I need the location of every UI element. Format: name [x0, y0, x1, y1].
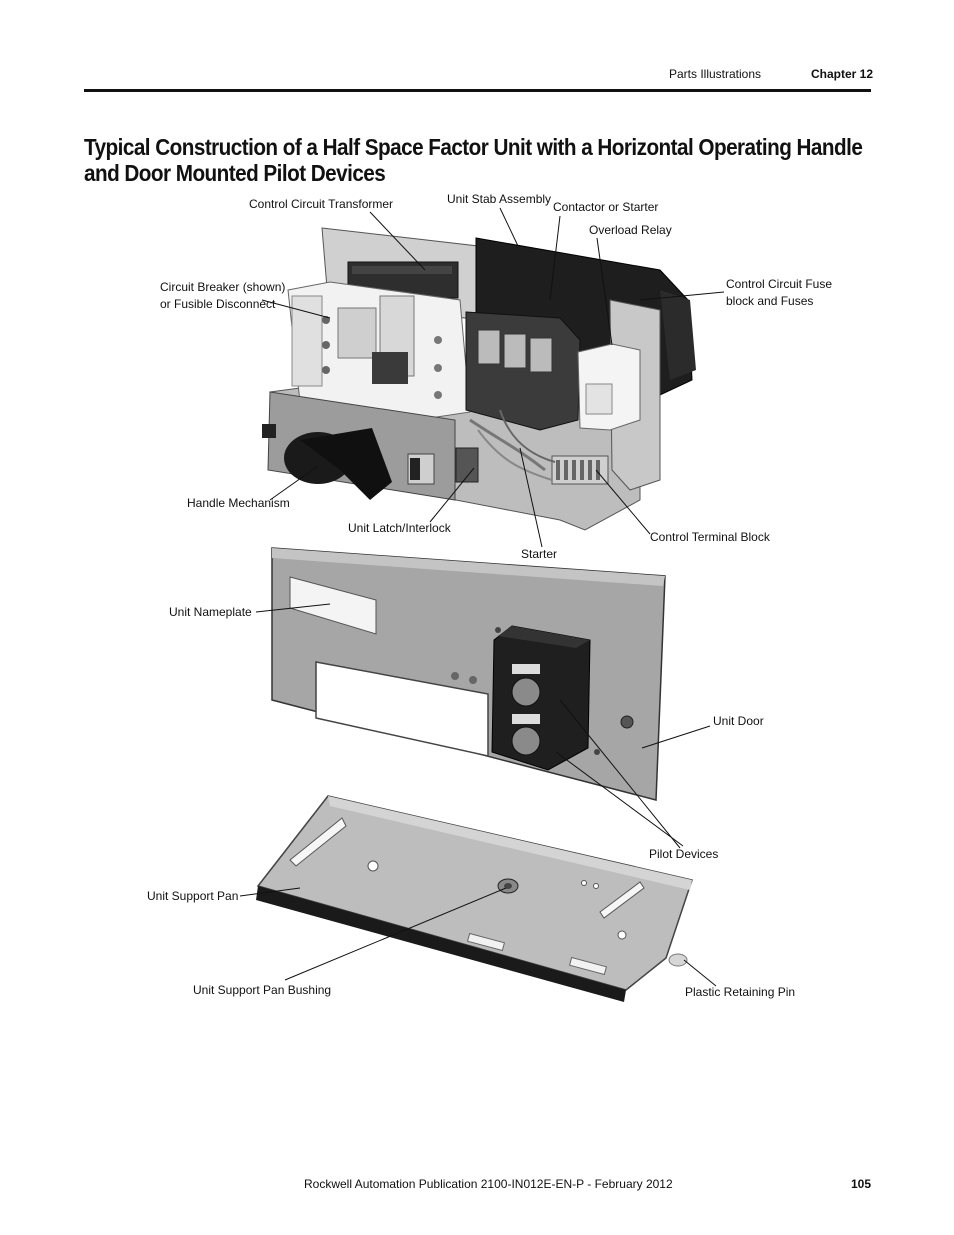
label-pilot-devices: Pilot Devices	[649, 847, 719, 861]
page-title-line-2: and Door Mounted Pilot Devices	[84, 160, 386, 186]
page-title-line-1: Typical Construction of a Half Space Fac…	[84, 134, 863, 160]
label-control-circuit-transformer: Control Circuit Transformer	[249, 197, 394, 211]
header-chapter: Chapter 12	[811, 67, 874, 81]
label-unit-door: Unit Door	[713, 714, 764, 728]
label-unit-support-pan: Unit Support Pan	[147, 889, 239, 903]
label-circuit-breaker-line-2: or Fusible Disconnect	[160, 297, 276, 311]
unit-assembly-photo	[262, 227, 696, 531]
label-unit-stab-assembly: Unit Stab Assembly	[447, 192, 552, 206]
label-handle-mechanism: Handle Mechanism	[187, 496, 290, 510]
unit-door-photo	[271, 547, 666, 801]
footer-page-number: 105	[851, 1177, 872, 1191]
label-plastic-retaining-pin: Plastic Retaining Pin	[685, 985, 796, 999]
label-unit-support-pan-bushing: Unit Support Pan Bushing	[193, 983, 332, 997]
label-circuit-breaker: Circuit Breaker (shown) or Fusible Disco…	[160, 279, 285, 313]
header-rule	[84, 89, 871, 92]
label-control-circuit-fuse-line-1: Control Circuit Fuse	[726, 277, 833, 291]
label-starter: Starter	[521, 547, 558, 561]
label-unit-nameplate: Unit Nameplate	[169, 605, 252, 619]
label-control-terminal-block: Control Terminal Block	[650, 530, 770, 544]
label-unit-latch-interlock: Unit Latch/Interlock	[348, 521, 451, 535]
label-overload-relay: Overload Relay	[589, 223, 672, 237]
retaining-pin-photo	[668, 953, 688, 967]
label-control-circuit-fuse-line-2: block and Fuses	[726, 294, 814, 308]
footer-publication: Rockwell Automation Publication 2100-IN0…	[304, 1177, 673, 1191]
label-circuit-breaker-line-1: Circuit Breaker (shown)	[160, 280, 286, 294]
unit-support-pan-photo	[256, 795, 693, 1002]
label-control-circuit-fuse: Control Circuit Fuse block and Fuses	[726, 276, 832, 310]
header-section: Parts Illustrations	[669, 67, 762, 81]
label-contactor-or-starter: Contactor or Starter	[553, 200, 659, 214]
callout-leaders	[239, 207, 725, 987]
page-title: Typical Construction of a Half Space Fac…	[84, 134, 863, 186]
